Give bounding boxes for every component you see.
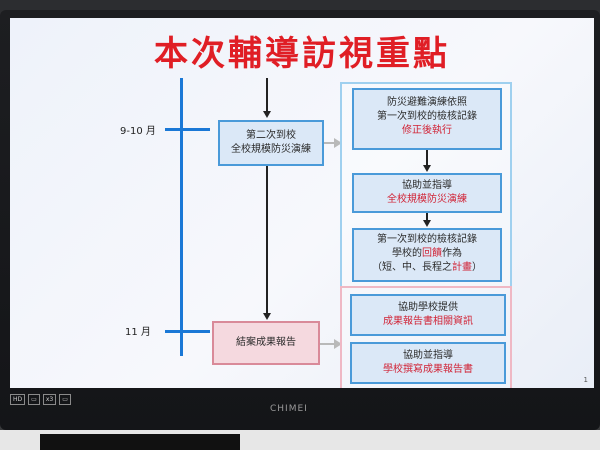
detail-box-4: 協助學校提供 成果報告書相關資訊 bbox=[350, 294, 506, 336]
box3-line-1: 第一次到校的檢核記錄 bbox=[377, 234, 477, 245]
detail-box-5: 協助並指導 學校撰寫成果報告書 bbox=[350, 342, 506, 384]
box1-line-2: 第一次到校的檢核記錄 bbox=[377, 111, 477, 122]
connector-1-line bbox=[324, 142, 338, 144]
report-label: 結案成果報告 bbox=[236, 337, 296, 348]
box3-line-2-pre: 學校的 bbox=[392, 248, 422, 259]
drill-line-2: 全校規模防災演練 bbox=[231, 144, 311, 155]
monitor-osd: HD ▭ x3 ▭ bbox=[10, 394, 71, 405]
osd-x3-icon: x3 bbox=[42, 394, 57, 405]
box4-line-1: 協助學校提供 bbox=[398, 302, 458, 313]
timeline-date-2: 11 月 bbox=[125, 327, 151, 338]
timeline-tick-1 bbox=[165, 128, 210, 131]
arrow-middle-head bbox=[263, 313, 271, 320]
box3-line-3-red: 計畫 bbox=[452, 262, 472, 273]
arrow-r2-head bbox=[423, 220, 431, 227]
timeline-line bbox=[180, 78, 183, 356]
osd-hd-icon: HD bbox=[10, 394, 26, 405]
arrow-top-shaft bbox=[266, 78, 268, 112]
detail-box-3: 第一次到校的檢核記錄 學校的回饋作為 （短、中、長程之計畫） bbox=[352, 228, 502, 282]
monitor-brand-logo: CHIMEI bbox=[270, 404, 308, 414]
arrow-r2-shaft bbox=[426, 213, 428, 221]
box3-line-2-post: 作為 bbox=[442, 248, 462, 259]
box5-line-2: 學校撰寫成果報告書 bbox=[383, 364, 473, 375]
box2-line-2: 全校規模防災演練 bbox=[387, 194, 467, 205]
arrow-top-head bbox=[263, 111, 271, 118]
box1-line-1: 防災避難演練依照 bbox=[387, 97, 467, 108]
box2-line-1: 協助並指導 bbox=[402, 180, 452, 191]
detail-box-1: 防災避難演練依照 第一次到校的檢核記錄 修正後執行 bbox=[352, 88, 502, 150]
arrow-r1-head bbox=[423, 165, 431, 172]
connector-1-head bbox=[334, 138, 342, 148]
box3-line-3-post: ） bbox=[472, 262, 482, 273]
drill-line-1: 第二次到校 bbox=[246, 130, 296, 141]
timeline-tick-2 bbox=[165, 330, 210, 333]
box5-line-1: 協助並指導 bbox=[403, 350, 453, 361]
box3-line-3-pre: （短、中、長程之 bbox=[372, 262, 452, 273]
box3-line-2: 學校的回饋作為 bbox=[354, 247, 500, 261]
timeline-date-1: 9-10 月 bbox=[120, 126, 156, 137]
osd-window-icon: ▭ bbox=[59, 394, 71, 405]
projected-slide: 本次輔導訪視重點 9-10 月 11 月 第二次到校 全校規模防災演練 結案成果… bbox=[10, 18, 594, 388]
report-box: 結案成果報告 bbox=[212, 321, 320, 365]
box3-line-2-red: 回饋 bbox=[422, 248, 442, 259]
box3-line-3: （短、中、長程之計畫） bbox=[354, 261, 500, 275]
arrow-r1-shaft bbox=[426, 150, 428, 166]
drill-box: 第二次到校 全校規模防災演練 bbox=[218, 120, 324, 166]
box4-line-2: 成果報告書相關資訊 bbox=[383, 316, 473, 327]
detail-box-2: 協助並指導 全校規模防災演練 bbox=[352, 173, 502, 213]
slide-title: 本次輔導訪視重點 bbox=[154, 34, 450, 74]
page-number: 1 bbox=[583, 376, 588, 384]
connector-2-line bbox=[320, 343, 338, 345]
arrow-middle-shaft bbox=[266, 166, 268, 314]
box1-line-3: 修正後執行 bbox=[402, 125, 452, 136]
osd-screen-icon: ▭ bbox=[28, 394, 40, 405]
connector-2-head bbox=[334, 339, 342, 349]
monitor-stand bbox=[40, 434, 240, 450]
